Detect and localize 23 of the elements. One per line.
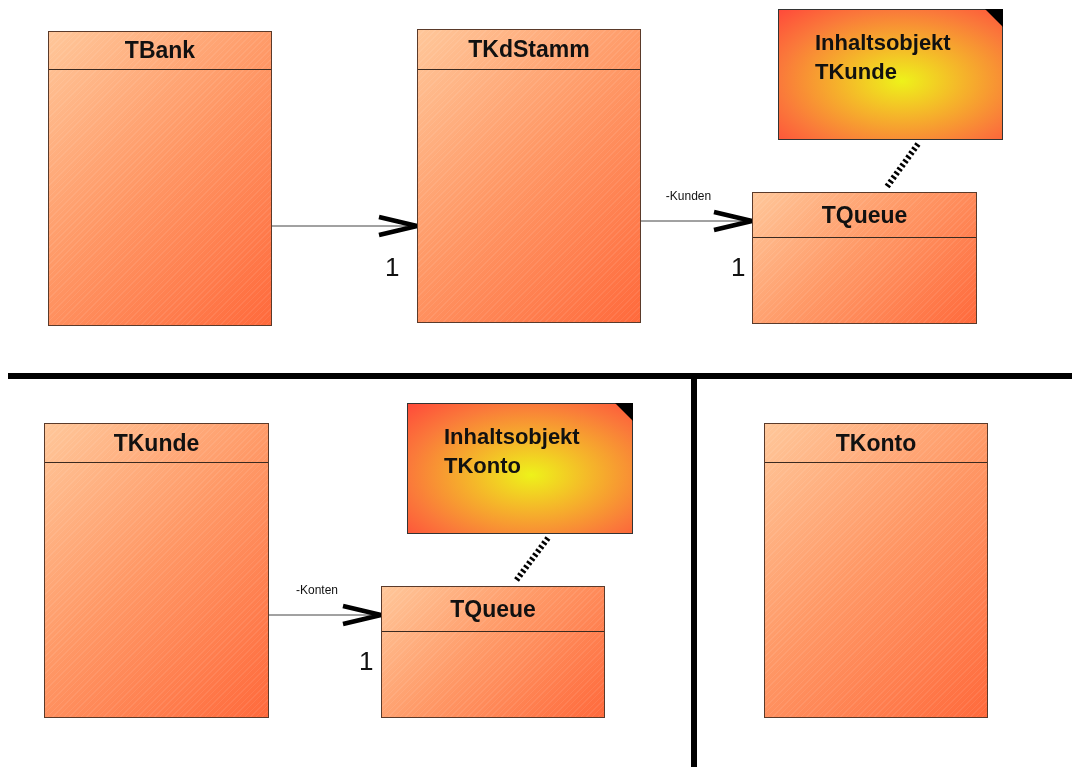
class-name: TKdStamm: [468, 36, 590, 63]
class-box: [381, 586, 605, 718]
class-name: TKunde: [113, 429, 200, 457]
edge-label: -Kunden: [665, 189, 712, 203]
note-text: Inhaltsobjekt TKonto: [444, 423, 581, 480]
class-box: [752, 192, 977, 324]
multiplicity-label: 1: [385, 252, 400, 283]
class-box: [417, 29, 641, 323]
edge-label: -Konten: [296, 583, 338, 597]
note-text: Inhaltsobjekt TKunde: [815, 29, 952, 86]
multiplicity-label: 1: [359, 646, 374, 677]
note-box: [778, 9, 1003, 140]
class-name: TBank: [124, 37, 196, 64]
multiplicity-label: 1: [731, 252, 746, 283]
note-box: [407, 403, 633, 534]
class-box: [764, 423, 988, 718]
dependency-line: [883, 142, 921, 190]
class-box: [48, 31, 272, 326]
class-name: TQueue: [821, 201, 908, 229]
class-name: TQueue: [450, 595, 536, 623]
class-box: [44, 423, 269, 718]
class-name: TKonto: [835, 429, 917, 457]
dependency-line: [512, 536, 551, 584]
